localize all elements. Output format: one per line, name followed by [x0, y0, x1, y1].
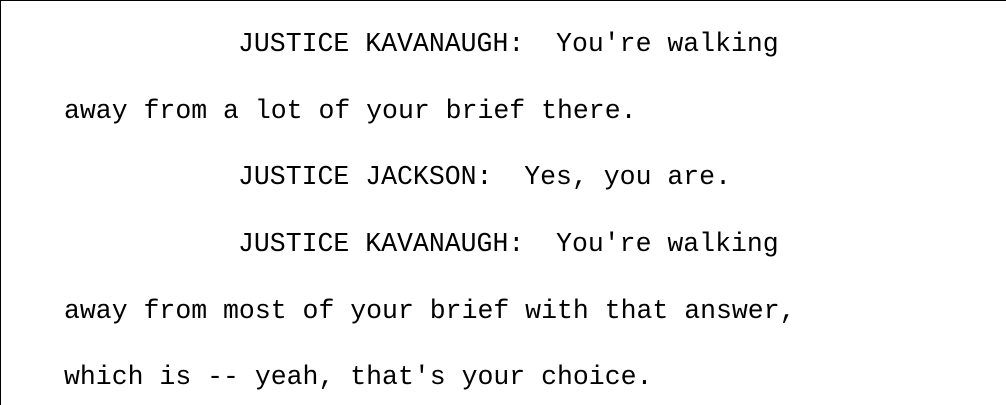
transcript-line: which is -- yeah, that's your choice.: [64, 362, 653, 392]
transcript-line: away from a lot of your brief there.: [64, 96, 637, 126]
transcript-line: JUSTICE KAVANAUGH: You're walking: [238, 29, 779, 59]
transcript-line: JUSTICE KAVANAUGH: You're walking: [238, 229, 779, 259]
transcript-line: JUSTICE JACKSON: Yes, you are.: [238, 162, 731, 192]
transcript-line: away from most of your brief with that a…: [64, 296, 796, 326]
